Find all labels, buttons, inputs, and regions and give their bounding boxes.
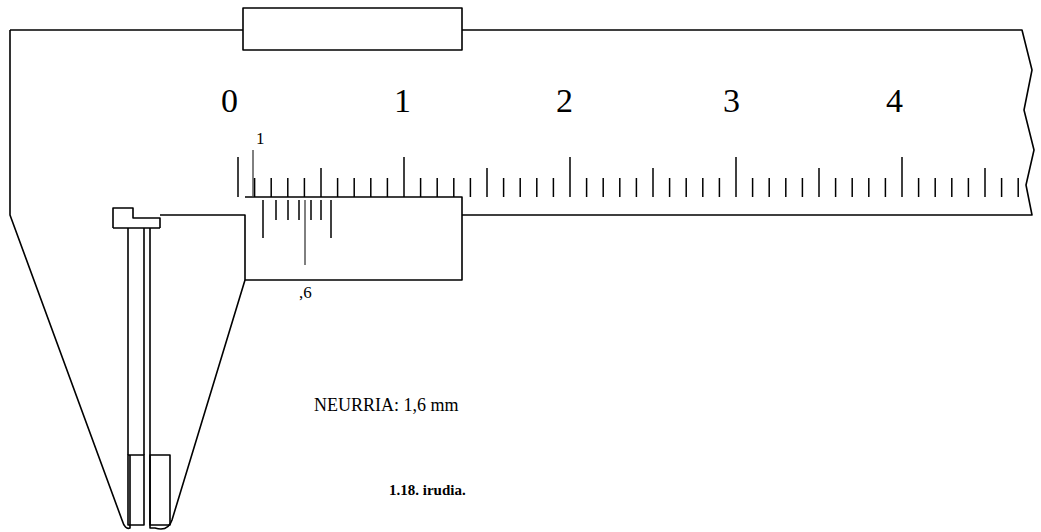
- tick-mark: [768, 178, 770, 197]
- scale-number: 2: [556, 84, 573, 118]
- tick-mark: [553, 178, 555, 197]
- tick-mark: [310, 200, 312, 220]
- tick-mark: [669, 178, 671, 197]
- tick-mark: [934, 178, 936, 197]
- tick-mark: [735, 157, 737, 197]
- tick-mark: [320, 200, 322, 220]
- scale-number: 4: [886, 84, 903, 118]
- tick-mark: [486, 168, 488, 197]
- tick-mark: [652, 168, 654, 197]
- tick-mark: [298, 200, 300, 220]
- jaw-insert: [150, 455, 170, 525]
- tick-mark: [1001, 178, 1003, 197]
- jaw-edge: [143, 228, 145, 455]
- tick-mark: [237, 157, 239, 197]
- tick-mark: [503, 178, 505, 197]
- tick-mark: [719, 178, 721, 197]
- inner-jaws: [113, 208, 160, 228]
- tick-mark: [304, 178, 306, 197]
- tick-mark: [586, 178, 588, 197]
- tick-mark: [851, 178, 853, 197]
- tick-mark: [403, 157, 405, 197]
- figure-caption: 1.18. irudia.: [389, 483, 466, 498]
- tick-mark: [387, 178, 389, 197]
- scale-number: 1: [394, 84, 411, 118]
- vernier-slider: [160, 197, 462, 280]
- tick-mark: [453, 178, 455, 197]
- tick-mark: [337, 178, 339, 197]
- tick-mark: [420, 178, 422, 197]
- jaw-insert: [128, 455, 144, 525]
- tick-mark: [984, 168, 986, 197]
- tick-mark: [330, 200, 332, 238]
- tick-mark: [536, 178, 538, 197]
- tick-mark: [702, 178, 704, 197]
- tick-mark: [370, 178, 372, 197]
- tick-mark: [619, 178, 621, 197]
- tick-mark: [918, 178, 920, 197]
- scale-number: 0: [221, 84, 238, 118]
- tick-mark: [901, 157, 903, 197]
- tick-mark: [685, 178, 687, 197]
- tick-mark: [254, 178, 256, 197]
- tick-mark: [636, 178, 638, 197]
- tick-mark: [885, 178, 887, 197]
- tick-mark: [262, 200, 264, 238]
- tick-mark: [1017, 178, 1019, 197]
- tick-mark: [436, 178, 438, 197]
- tick-mark: [785, 178, 787, 197]
- tick-mark: [569, 157, 571, 197]
- tick-mark: [270, 178, 272, 197]
- callout-number: ,6: [299, 284, 312, 301]
- tick-mark: [835, 178, 837, 197]
- tick-mark: [470, 178, 472, 197]
- tick-mark: [802, 178, 804, 197]
- scale-ticks: [238, 157, 1018, 238]
- tick-mark: [968, 178, 970, 197]
- tick-mark: [275, 200, 277, 220]
- main-beam: [10, 30, 1034, 528]
- tick-mark: [602, 178, 604, 197]
- tick-mark: [519, 178, 521, 197]
- scale-number: 3: [723, 84, 740, 118]
- tick-mark: [752, 178, 754, 197]
- tick-mark: [287, 178, 289, 197]
- leader-line: [305, 200, 306, 265]
- tick-mark: [287, 200, 289, 220]
- movable-jaw: [150, 228, 245, 529]
- tick-mark: [868, 178, 870, 197]
- measurement-note: NEURRIA: 1,6 mm: [314, 396, 459, 414]
- tick-mark: [320, 168, 322, 197]
- fixed-jaw: [127, 228, 129, 455]
- leader-line: [253, 150, 254, 196]
- tick-mark: [818, 168, 820, 197]
- callout-number: 1: [256, 130, 265, 147]
- caliper-knob: [243, 8, 462, 50]
- tick-mark: [353, 178, 355, 197]
- tick-mark: [951, 178, 953, 197]
